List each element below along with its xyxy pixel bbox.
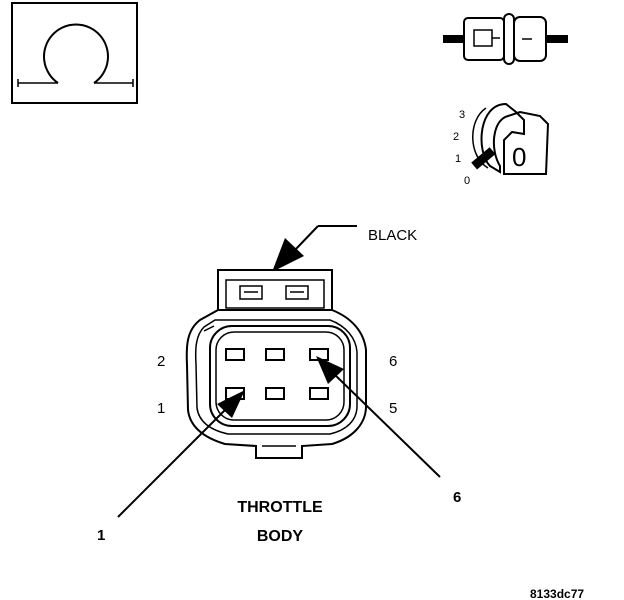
cavity-4 <box>265 348 285 361</box>
key-position-1: 1 <box>455 153 461 165</box>
key-position-0: 0 <box>464 175 470 187</box>
component-name-line2: BODY <box>257 528 304 545</box>
cavity-3 <box>265 387 285 400</box>
view-symbol-icon <box>11 2 138 104</box>
key-position-2: 2 <box>453 131 459 143</box>
color-arrowhead <box>272 238 304 272</box>
ignition-key-icon: 3 2 1 0 0 <box>453 102 550 187</box>
connector-body <box>185 269 367 459</box>
cavity-2 <box>225 348 245 361</box>
pin-label-6: 6 <box>389 353 397 370</box>
figure-id: 8133dc77 <box>530 587 584 600</box>
pin-label-2: 2 <box>157 353 165 370</box>
cavity-5 <box>309 387 329 400</box>
pin-cavities <box>225 348 329 400</box>
connector-plug-icon <box>443 13 568 65</box>
key-current-position: 0 <box>512 142 526 172</box>
key-position-3: 3 <box>459 109 465 121</box>
component-name-line1: THROTTLE <box>237 499 323 516</box>
callout-arrow-6 <box>316 356 441 478</box>
callout-label-1: 1 <box>97 527 105 544</box>
pin-label-1: 1 <box>157 400 165 417</box>
callout-label-6: 6 <box>453 489 461 506</box>
callout-arrow-1 <box>117 390 245 518</box>
pin-label-5: 5 <box>389 400 397 417</box>
color-label: BLACK <box>368 227 417 244</box>
